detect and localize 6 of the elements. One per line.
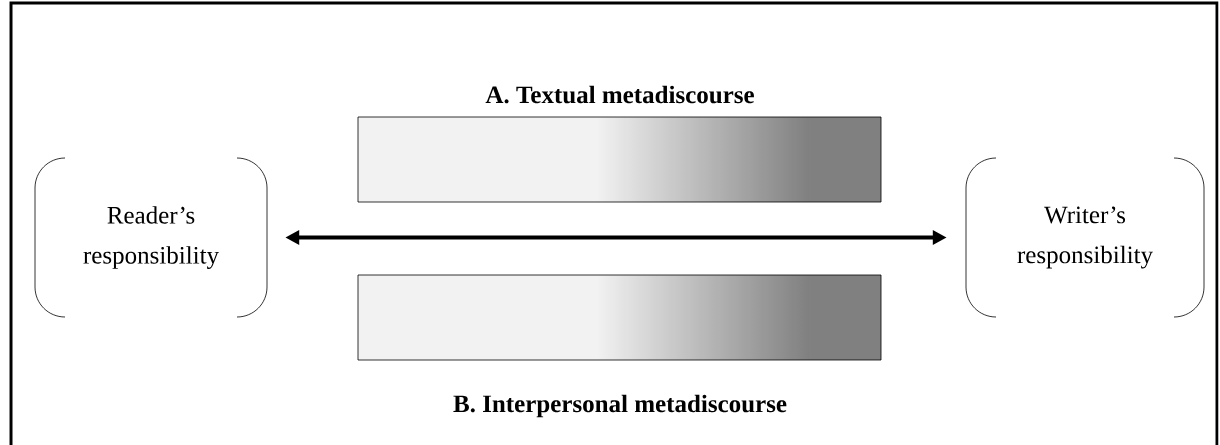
bracketed-text: Reader’s responsibility: [34, 157, 268, 318]
bracketed-text: Writer’s responsibility: [965, 157, 1205, 318]
gradient-bar: [357, 274, 882, 361]
gradient-bar: [357, 116, 882, 203]
heading: A. Textual metadiscourse: [485, 85, 754, 104]
heading: B. Interpersonal metadiscourse: [453, 394, 787, 418]
